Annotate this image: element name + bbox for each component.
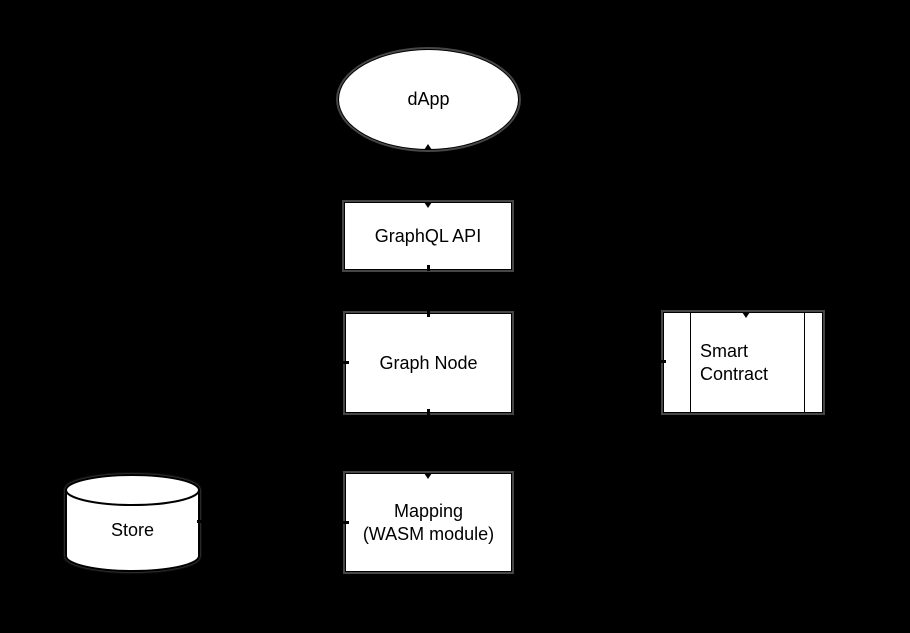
connector-stub (343, 521, 349, 524)
cylinder-shape-icon (65, 474, 200, 572)
arrowhead-icon (742, 312, 750, 318)
connector-stub (427, 409, 430, 415)
node-graphql-api-label: GraphQL API (374, 225, 482, 246)
node-smart-contract-label: Smart Contract (700, 340, 769, 384)
node-graph-node-label: Graph Node (379, 352, 478, 373)
node-mapping-label: Mapping (WASM module) (362, 500, 495, 544)
node-dapp: dApp (338, 49, 519, 150)
node-mapping: Mapping (WASM module) (345, 473, 512, 572)
node-graph-node: Graph Node (345, 313, 512, 413)
component-port-line-right (804, 313, 805, 412)
node-store-label: Store (110, 519, 155, 540)
node-dapp-label: dApp (407, 89, 450, 109)
connector-stub (660, 360, 666, 363)
connector-stub (427, 265, 430, 271)
arrowhead-icon (424, 202, 432, 208)
connector-stub (427, 311, 430, 317)
connector-stub (343, 361, 349, 364)
arrowhead-icon (424, 144, 432, 150)
node-store: Store (64, 473, 201, 573)
component-port-line-left (690, 313, 691, 412)
connector-stub (197, 520, 203, 523)
arrowhead-icon (424, 473, 432, 479)
node-smart-contract: Smart Contract (663, 312, 823, 413)
node-graphql-api: GraphQL API (344, 202, 512, 270)
